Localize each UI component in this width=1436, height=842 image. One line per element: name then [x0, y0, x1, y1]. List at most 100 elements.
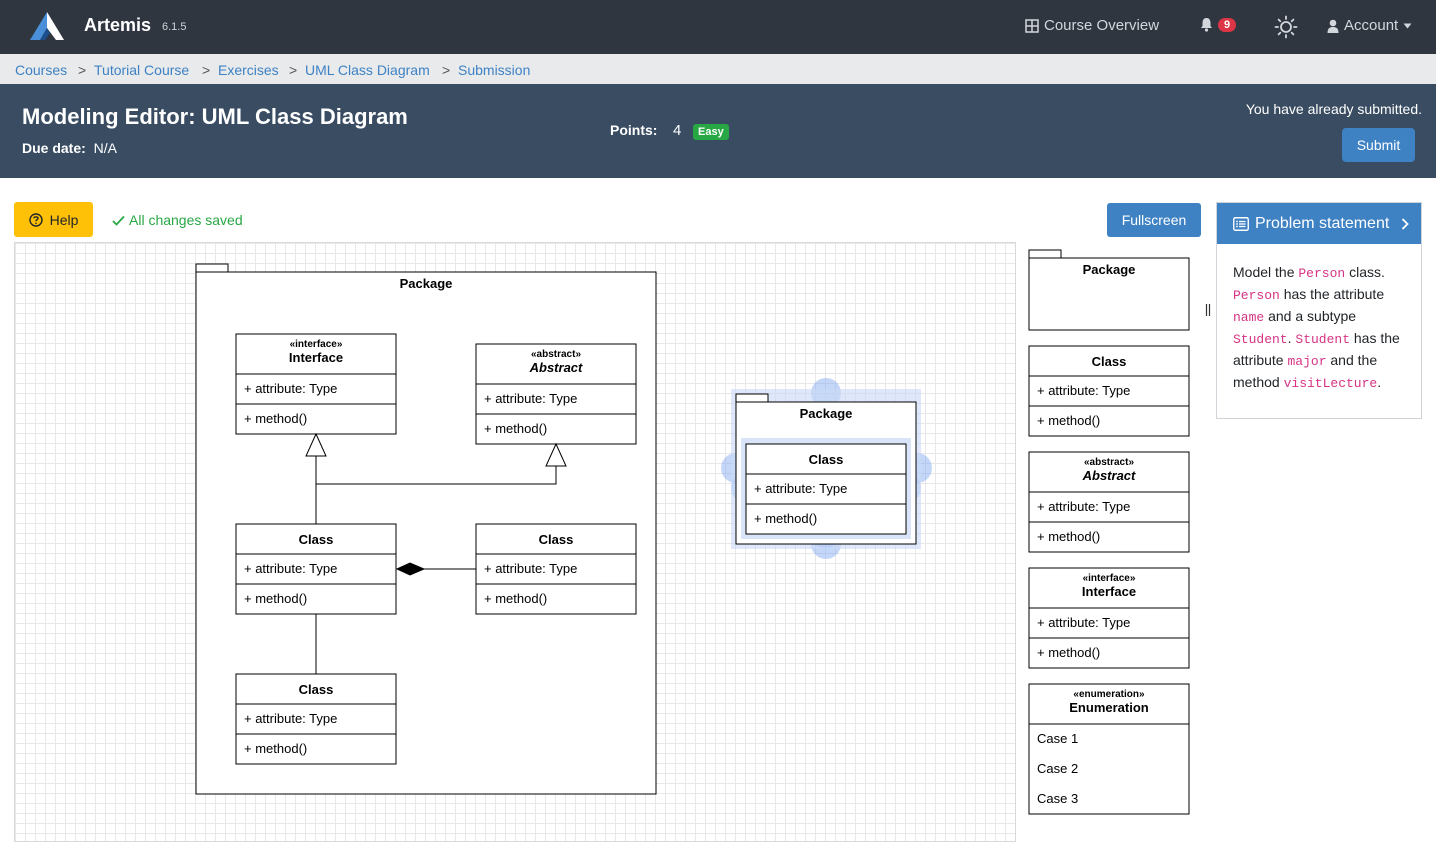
statement-text: has the attribute	[1233, 330, 1400, 368]
save-status-label: All changes saved	[129, 212, 243, 228]
abstract-attribute: + attribute: Type	[484, 391, 577, 406]
interface-stereotype: «interface»	[290, 339, 343, 350]
class-attribute: + attribute: Type	[484, 561, 577, 576]
inheritance-to-abstract[interactable]	[316, 442, 567, 485]
uml-class-left[interactable]: Class + attribute: Type + method()	[235, 523, 397, 615]
uml-interface[interactable]: «interface» Interface + attribute: Type …	[235, 333, 397, 435]
breadcrumb-tutorial-course[interactable]: Tutorial Course	[94, 62, 190, 78]
class-attribute: + attribute: Type	[244, 561, 337, 576]
class-method: + method()	[484, 591, 547, 606]
class-method: + method()	[244, 741, 307, 756]
fullscreen-button[interactable]: Fullscreen	[1107, 203, 1201, 237]
breadcrumb-separator: >	[289, 62, 298, 78]
points-value: 4	[673, 122, 682, 139]
chevron-right-icon[interactable]	[1401, 217, 1410, 230]
breadcrumb-separator: >	[202, 62, 211, 78]
palette-abstract[interactable]: «abstract» Abstract + attribute: Type + …	[1028, 451, 1190, 553]
class-name: Class	[299, 682, 334, 697]
statement-text: Model the	[1233, 264, 1299, 280]
statement-text: class.	[1345, 264, 1385, 280]
difficulty-badge: Easy	[693, 124, 729, 140]
package-title: Package	[400, 276, 453, 291]
enumeration-stereotype: «enumeration»	[1073, 689, 1145, 700]
notifications-button[interactable]: 9	[1200, 17, 1237, 32]
breadcrumb-exercises[interactable]: Exercises	[218, 62, 279, 78]
uml-abstract-class[interactable]: «abstract» Abstract + attribute: Type + …	[475, 343, 637, 445]
interface-method: + method()	[1037, 645, 1100, 660]
list-icon	[1233, 216, 1249, 231]
palette-package[interactable]: Package	[1028, 249, 1190, 331]
class-attribute: + attribute: Type	[1037, 383, 1130, 398]
class-attribute: + attribute: Type	[754, 481, 847, 496]
breadcrumb-uml-class-diagram[interactable]: UML Class Diagram	[305, 62, 430, 78]
check-icon	[112, 215, 125, 226]
statement-text: and the method	[1233, 352, 1378, 390]
statement-text: .	[1377, 374, 1382, 390]
uml-class-bottom[interactable]: Class + attribute: Type + method()	[235, 673, 397, 765]
due-date-label: Due date:	[22, 140, 86, 156]
save-status: All changes saved	[112, 212, 243, 228]
course-overview-label: Course Overview	[1044, 17, 1160, 34]
realization-to-interface[interactable]	[305, 432, 327, 524]
class-method: + method()	[754, 511, 817, 526]
abstract-method: + method()	[1037, 529, 1100, 544]
uml-diagram[interactable]: Package «interface» Interface + attribut…	[14, 242, 1016, 839]
statement-code: Person	[1233, 288, 1280, 303]
statement-text: and a subtype	[1264, 308, 1357, 324]
artemis-logo-icon[interactable]	[28, 10, 66, 42]
enumeration-case: Case 1	[1037, 731, 1078, 746]
abstract-stereotype: «abstract»	[531, 349, 581, 360]
enumeration-name: Enumeration	[1069, 700, 1149, 715]
help-button[interactable]: Help	[14, 202, 93, 237]
abstract-attribute: + attribute: Type	[1037, 499, 1130, 514]
breadcrumb-separator: >	[78, 62, 87, 78]
abstract-stereotype: «abstract»	[1084, 457, 1134, 468]
panel-resize-handle[interactable]	[1205, 303, 1211, 317]
theme-sun-icon	[1274, 15, 1298, 39]
uml-package-selected[interactable]: Package Class + attribute: Type + method…	[721, 378, 932, 559]
statement-code: Person	[1298, 266, 1346, 281]
class-name: Class	[809, 452, 844, 467]
interface-attribute: + attribute: Type	[244, 381, 337, 396]
theme-toggle-button[interactable]	[1274, 15, 1298, 39]
enumeration-case: Case 2	[1037, 761, 1078, 776]
top-navbar: Artemis 6.1.5 Course Overview 9	[0, 0, 1436, 54]
breadcrumb-courses[interactable]: Courses	[15, 62, 68, 78]
interface-attribute: + attribute: Type	[1037, 615, 1130, 630]
palette-class[interactable]: Class + attribute: Type + method()	[1028, 345, 1190, 437]
abstract-name: Abstract	[529, 360, 583, 375]
class-attribute: + attribute: Type	[244, 711, 337, 726]
modeling-canvas[interactable]: Package «interface» Interface + attribut…	[14, 242, 1016, 842]
interface-name: Interface	[1082, 584, 1136, 599]
statement-code: Student	[1233, 332, 1288, 347]
brand-name[interactable]: Artemis	[84, 15, 152, 35]
account-menu[interactable]: Account	[1327, 17, 1412, 34]
composition-relationship[interactable]	[395, 562, 476, 576]
class-method: + method()	[244, 591, 307, 606]
course-overview-link[interactable]: Course Overview	[1025, 17, 1159, 34]
exercise-header: Modeling Editor: UML Class Diagram Due d…	[0, 84, 1436, 178]
statement-text: has the attribute	[1279, 286, 1385, 302]
statement-code: Student	[1295, 332, 1350, 347]
statement-text: .	[1287, 330, 1296, 346]
problem-statement-header[interactable]: Problem statement	[1217, 203, 1421, 244]
bell-icon	[1201, 18, 1212, 32]
version-label: 6.1.5	[162, 21, 187, 33]
due-date-value: N/A	[93, 140, 117, 156]
user-icon	[1327, 19, 1339, 33]
palette-package-label: Package	[1083, 262, 1136, 277]
breadcrumb-submission[interactable]: Submission	[458, 62, 531, 78]
submit-button[interactable]: Submit	[1342, 128, 1415, 162]
points-label: Points:	[610, 122, 658, 138]
uml-class-right[interactable]: Class + attribute: Type + method()	[475, 523, 637, 615]
problem-statement-panel: Problem statement Model the Person class…	[1216, 202, 1422, 419]
class-name: Class	[1092, 354, 1127, 369]
problem-statement-text: Model the Person class. Person has the a…	[1217, 244, 1421, 412]
caret-down-icon	[1403, 23, 1412, 28]
enumeration-case: Case 3	[1037, 791, 1078, 806]
palette-interface[interactable]: «interface» Interface + attribute: Type …	[1028, 567, 1190, 669]
palette-enumeration[interactable]: «enumeration» Enumeration Case 1 Case 2 …	[1028, 683, 1190, 815]
breadcrumb-separator: >	[442, 62, 451, 78]
points-info: Points: 4 Easy	[610, 122, 729, 140]
account-label: Account	[1344, 17, 1399, 34]
